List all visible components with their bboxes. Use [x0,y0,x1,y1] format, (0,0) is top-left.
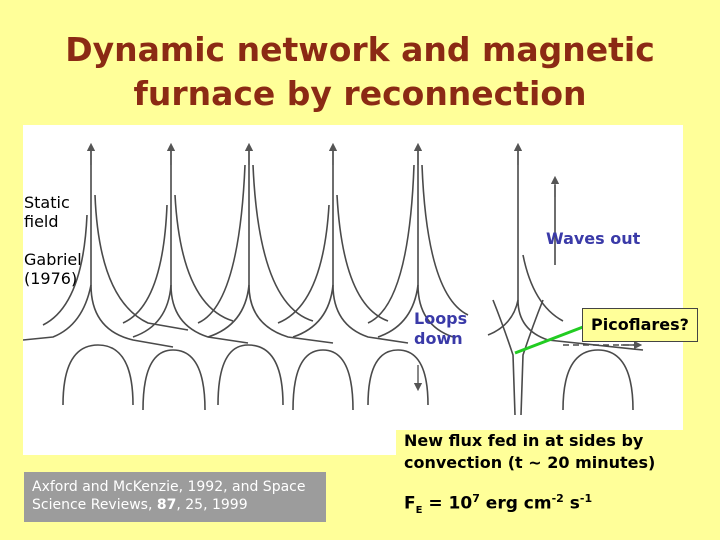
gabriel-label: Gabriel (1976) [24,250,82,288]
fe-unit2: s [563,493,580,514]
fe-exp2: -2 [551,492,564,505]
static-field-label: Static field [24,193,70,231]
picoflare-pointer [514,325,584,355]
reference-citation: Axford and McKenzie, 1992, and Space Sci… [24,472,326,522]
new-flux-line-1: New flux fed in at sides by [404,431,644,450]
reference-text-before: Axford and McKenzie, 1992, and Space Sci… [32,479,306,513]
fe-exp3: -1 [579,492,593,505]
field-lines [23,145,644,416]
fe-unit1: erg cm [479,493,552,514]
field-line-diagram [23,142,644,416]
new-flux-note: New flux fed in at sides by convection (… [396,430,696,530]
new-flux-line-2: convection (t ~ 20 minutes) [404,453,656,472]
picoflares-label: Picoflares? [582,308,698,342]
energy-flux-formula: FE = 107 erg cm-2 s-1 [404,492,592,516]
field-arrows [86,142,643,392]
title-line-2: furnace by reconnection [133,74,587,113]
fe-subscript: E [415,505,423,517]
title-line-1: Dynamic network and magnetic [65,30,655,69]
fe-equals: = 10 [422,493,473,514]
reference-volume: 87 [156,497,177,513]
waves-out-label: Waves out [546,229,641,248]
loops-down-label: Loops down [414,309,468,348]
fe-prefix: F [404,493,416,514]
slide-title: Dynamic network and magnetic furnace by … [0,28,720,116]
fe-exp1: 7 [472,492,480,505]
reference-text-after: , 25, 1999 [176,497,248,513]
